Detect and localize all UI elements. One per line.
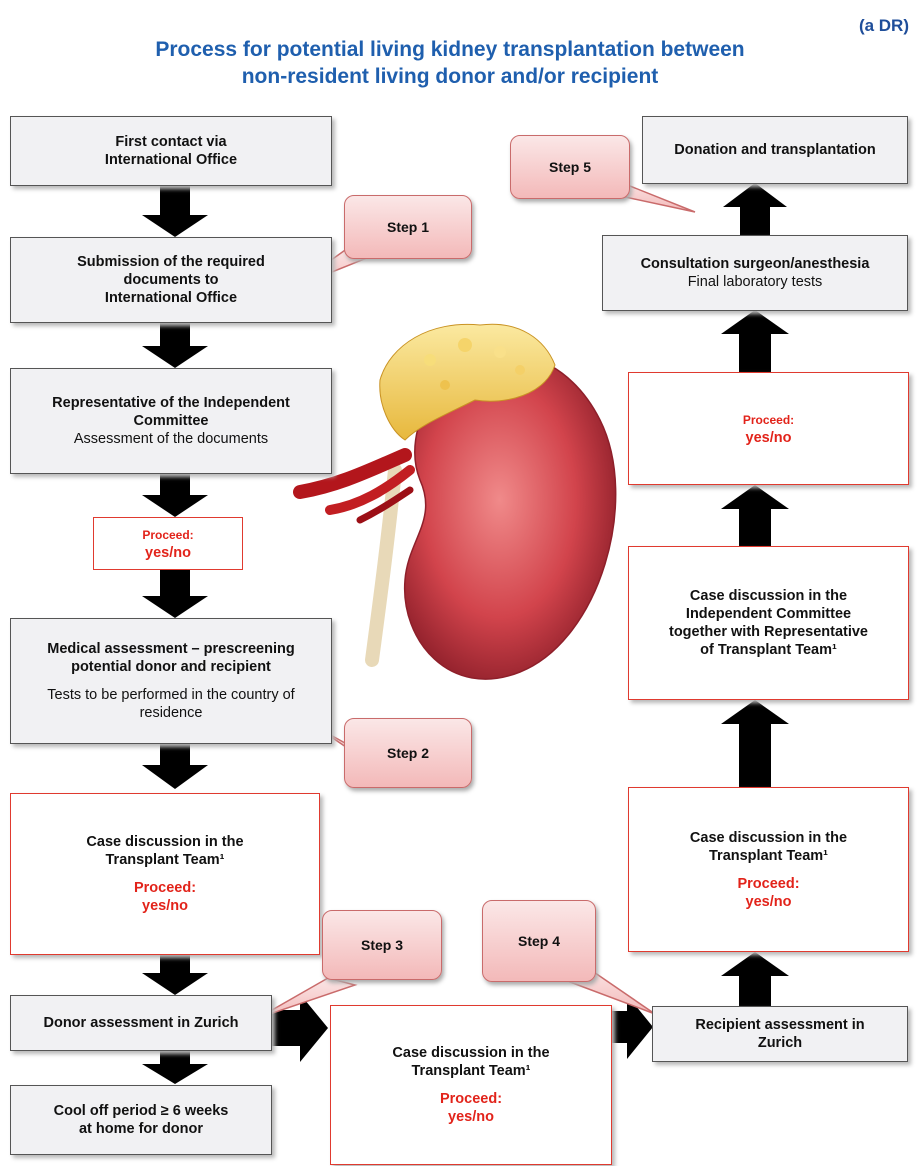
case-right-value: yes/no <box>746 893 792 911</box>
recipient-assessment-box: Recipient assessment in Zurich <box>652 1006 908 1062</box>
step5-label: Step 5 <box>549 159 591 175</box>
cool-off-line1: Cool off period ≥ 6 weeks <box>54 1102 229 1120</box>
proceed-right-value: yes/no <box>746 429 792 447</box>
donor-assessment-text: Donor assessment in Zurich <box>44 1014 239 1032</box>
step1-callout: Step 1 <box>344 195 472 259</box>
submission-line3: International Office <box>105 289 237 307</box>
step4-callout: Step 4 <box>482 900 596 982</box>
step1-label: Step 1 <box>387 219 429 235</box>
up-arrow <box>721 485 789 546</box>
recipient-line1: Recipient assessment in <box>695 1016 864 1034</box>
down-arrow <box>142 1050 208 1084</box>
submission-box: Submission of the required documents to … <box>10 237 332 323</box>
first-contact-line1: First contact via <box>115 133 226 151</box>
consultation-line2: Final laboratory tests <box>688 273 823 291</box>
case-right-proceed: Proceed: <box>737 875 799 893</box>
proceed-box-1: Proceed: yes/no <box>93 517 243 570</box>
case-middle-value: yes/no <box>448 1108 494 1126</box>
down-arrow <box>142 955 208 995</box>
medical-assessment-box: Medical assessment – prescreening potent… <box>10 618 332 744</box>
up-arrow <box>721 952 789 1006</box>
medical-line1: Medical assessment – prescreening <box>47 640 294 658</box>
step5-callout: Step 5 <box>510 135 630 199</box>
submission-line1: Submission of the required <box>77 253 265 271</box>
donor-assessment-box: Donor assessment in Zurich <box>10 995 272 1051</box>
first-contact-line2: International Office <box>105 151 237 169</box>
representative-line3: Assessment of the documents <box>74 430 268 448</box>
down-arrow <box>142 570 208 618</box>
step3-callout: Step 3 <box>322 910 442 980</box>
up-arrow <box>721 310 789 372</box>
up-arrow <box>721 700 789 788</box>
independent-line4: of Transplant Team¹ <box>700 641 837 659</box>
case-left-value: yes/no <box>142 897 188 915</box>
proceed-right-label: Proceed: <box>743 411 794 429</box>
donation-box: Donation and transplantation <box>642 116 908 184</box>
cool-off-box: Cool off period ≥ 6 weeks at home for do… <box>10 1085 272 1155</box>
independent-line3: together with Representative <box>669 623 868 641</box>
independent-committee-box: Case discussion in the Independent Commi… <box>628 546 909 700</box>
proceed-label: Proceed: <box>142 526 193 544</box>
case-right-line1: Case discussion in the <box>690 829 847 847</box>
submission-line2: documents to <box>123 271 218 289</box>
down-arrow <box>142 185 208 237</box>
consultation-box: Consultation surgeon/anesthesia Final la… <box>602 235 908 311</box>
kidney-image <box>300 324 616 679</box>
proceed-box-right: Proceed: yes/no <box>628 372 909 485</box>
case-right-line2: Transplant Team¹ <box>709 847 828 865</box>
case-left-line1: Case discussion in the <box>86 833 243 851</box>
medical-line2: potential donor and recipient <box>71 658 271 676</box>
donation-text: Donation and transplantation <box>674 141 875 159</box>
independent-line2: Independent Committee <box>686 605 851 623</box>
case-middle-proceed: Proceed: <box>440 1090 502 1108</box>
proceed-value: yes/no <box>145 544 191 562</box>
down-arrow <box>142 743 208 789</box>
cool-off-line2: at home for donor <box>79 1120 203 1138</box>
medical-line3: Tests to be performed in the country of <box>47 686 294 704</box>
step2-label: Step 2 <box>387 745 429 761</box>
representative-line2: Committee <box>134 412 209 430</box>
representative-line1: Representative of the Independent <box>52 394 290 412</box>
first-contact-box: First contact via International Office <box>10 116 332 186</box>
independent-line1: Case discussion in the <box>690 587 847 605</box>
recipient-line2: Zurich <box>758 1034 802 1052</box>
case-left-proceed: Proceed: <box>134 879 196 897</box>
case-discussion-right-box: Case discussion in the Transplant Team¹ … <box>628 787 909 952</box>
down-arrow <box>142 322 208 368</box>
case-middle-line1: Case discussion in the <box>392 1044 549 1062</box>
step4-label: Step 4 <box>518 933 560 949</box>
case-left-line2: Transplant Team¹ <box>106 851 225 869</box>
representative-box: Representative of the Independent Commit… <box>10 368 332 474</box>
up-arrow <box>723 183 787 235</box>
step3-label: Step 3 <box>361 937 403 953</box>
medical-line4: residence <box>140 704 203 722</box>
case-discussion-middle-box: Case discussion in the Transplant Team¹ … <box>330 1005 612 1165</box>
consultation-line1: Consultation surgeon/anesthesia <box>641 255 870 273</box>
case-middle-line2: Transplant Team¹ <box>412 1062 531 1080</box>
case-discussion-left-box: Case discussion in the Transplant Team¹ … <box>10 793 320 955</box>
down-arrow <box>142 473 208 517</box>
step2-callout: Step 2 <box>344 718 472 788</box>
